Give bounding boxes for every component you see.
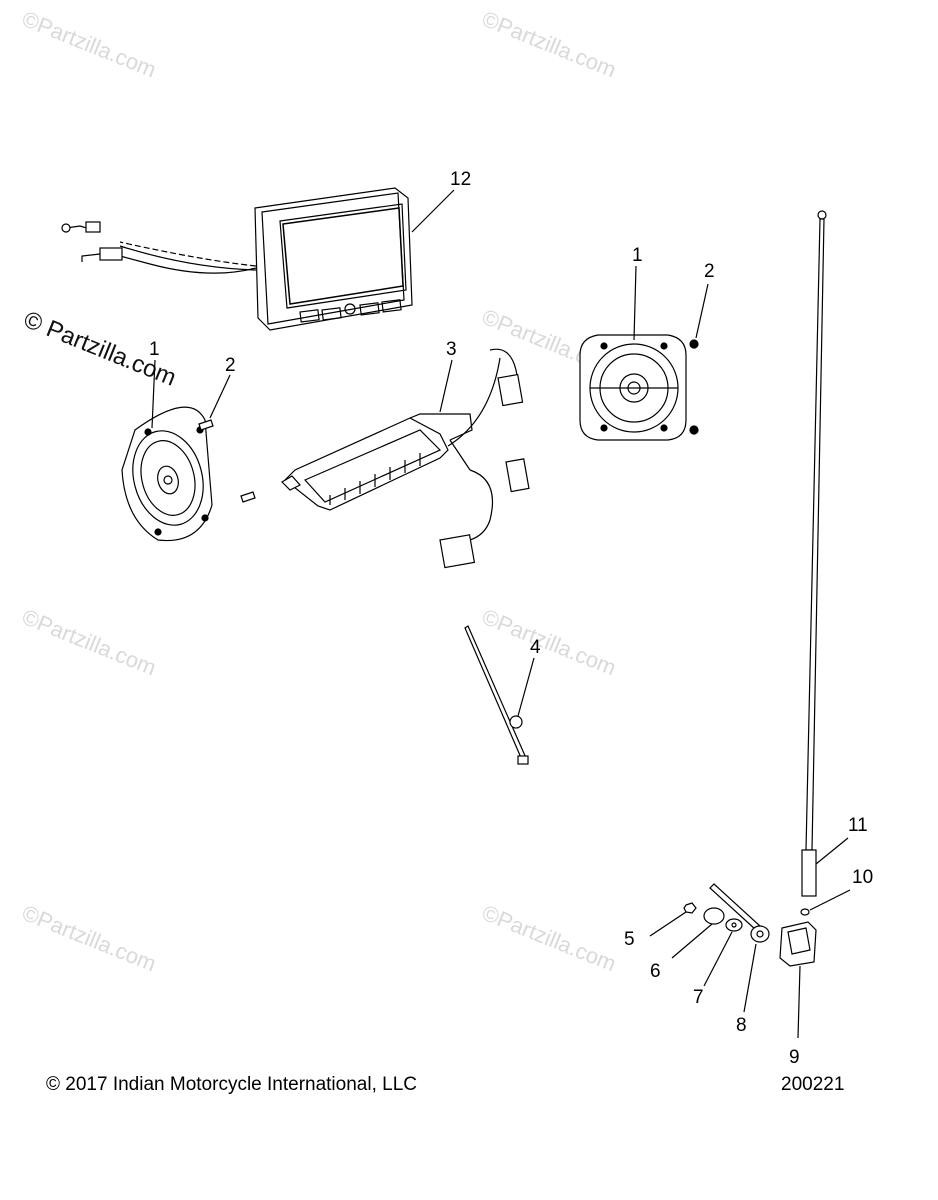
leader-line (797, 965, 801, 1039)
callout-10: 10 (852, 867, 874, 888)
leader-line (439, 359, 453, 413)
leader-line (815, 837, 849, 865)
diagram-number: 200221 (781, 1074, 845, 1095)
audio-module (281, 348, 530, 569)
screw-left (198, 419, 256, 503)
leader-line (671, 923, 713, 959)
leader-line (209, 374, 231, 419)
callout-5: 5 (624, 929, 635, 950)
washer-small (725, 918, 743, 932)
antenna-base (779, 921, 817, 967)
cable-tie (464, 625, 529, 765)
callout-11: 11 (848, 815, 868, 836)
leader-line (411, 189, 455, 233)
washer-large (703, 907, 725, 925)
leader-line (703, 931, 733, 987)
leader-line (743, 943, 757, 1013)
callout-6: 6 (650, 961, 661, 982)
display-unit (61, 187, 413, 331)
leader-line (517, 657, 535, 717)
screw-right (689, 339, 699, 435)
callout-4: 4 (530, 637, 541, 658)
callout-2-left: 2 (225, 355, 236, 376)
leader-line (695, 283, 709, 339)
nut-small (800, 908, 810, 916)
leader-line (649, 911, 687, 937)
speaker-left (121, 406, 213, 542)
copyright-text: © 2017 Indian Motorcycle International, … (46, 1074, 417, 1095)
leader-line (809, 889, 851, 911)
stud (709, 883, 770, 943)
callout-9: 9 (789, 1047, 800, 1068)
callout-12: 12 (450, 169, 472, 190)
callout-7: 7 (693, 987, 704, 1008)
nut (683, 902, 697, 914)
callout-8: 8 (736, 1015, 747, 1036)
leader-line (151, 359, 156, 429)
callout-1-right: 1 (632, 245, 643, 266)
leader-line (633, 265, 637, 341)
callout-1-left: 1 (149, 339, 160, 360)
callout-3: 3 (446, 339, 457, 360)
speaker-right (579, 334, 687, 441)
antenna (801, 210, 827, 897)
callout-2-right: 2 (704, 261, 715, 282)
